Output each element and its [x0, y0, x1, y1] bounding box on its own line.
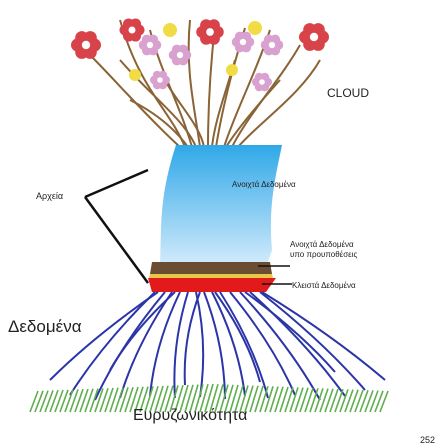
closed-data-label: Κλειστά Δεδομένα — [292, 281, 356, 290]
flower — [71, 31, 101, 59]
flower — [252, 73, 272, 91]
blossom — [226, 64, 238, 76]
blossom — [248, 21, 262, 35]
corner-number: 252 — [420, 435, 435, 445]
root — [204, 292, 225, 399]
flower — [139, 35, 162, 56]
flower — [261, 35, 283, 56]
root — [120, 292, 172, 398]
branch — [238, 60, 320, 147]
root — [220, 292, 268, 398]
band-closed-data — [148, 278, 276, 292]
open-data-label: Ανοιχτά Δεδομένα — [232, 180, 296, 189]
branch — [90, 55, 180, 147]
data-label: Δεδομένα — [8, 317, 82, 336]
cloud-label: CLOUD — [327, 86, 369, 100]
trunk-open-data — [160, 145, 282, 262]
tree-roots — [50, 292, 385, 400]
root — [196, 292, 203, 397]
broadband-label: Ευρυζωνικότητα — [133, 407, 247, 424]
flower — [232, 32, 255, 53]
files-label: Αρχεία — [36, 191, 63, 201]
open-data-conditional-label-line2: υπο προυποθέσεις — [290, 250, 358, 259]
open-data-conditional-label-line1: Ανοιχτά Δεδομένα — [290, 240, 354, 249]
band-separator — [149, 274, 273, 278]
band-conditional-open-data — [150, 262, 272, 274]
flower — [299, 23, 329, 51]
blossom — [129, 69, 141, 81]
root — [260, 292, 365, 390]
flower — [120, 18, 145, 41]
root — [150, 292, 180, 396]
flower — [196, 19, 224, 44]
tree-flowers — [71, 18, 329, 91]
blossom — [163, 23, 177, 37]
flower — [150, 71, 170, 89]
root — [185, 292, 200, 385]
branch — [189, 20, 200, 147]
files-bracket-lines — [85, 170, 148, 283]
